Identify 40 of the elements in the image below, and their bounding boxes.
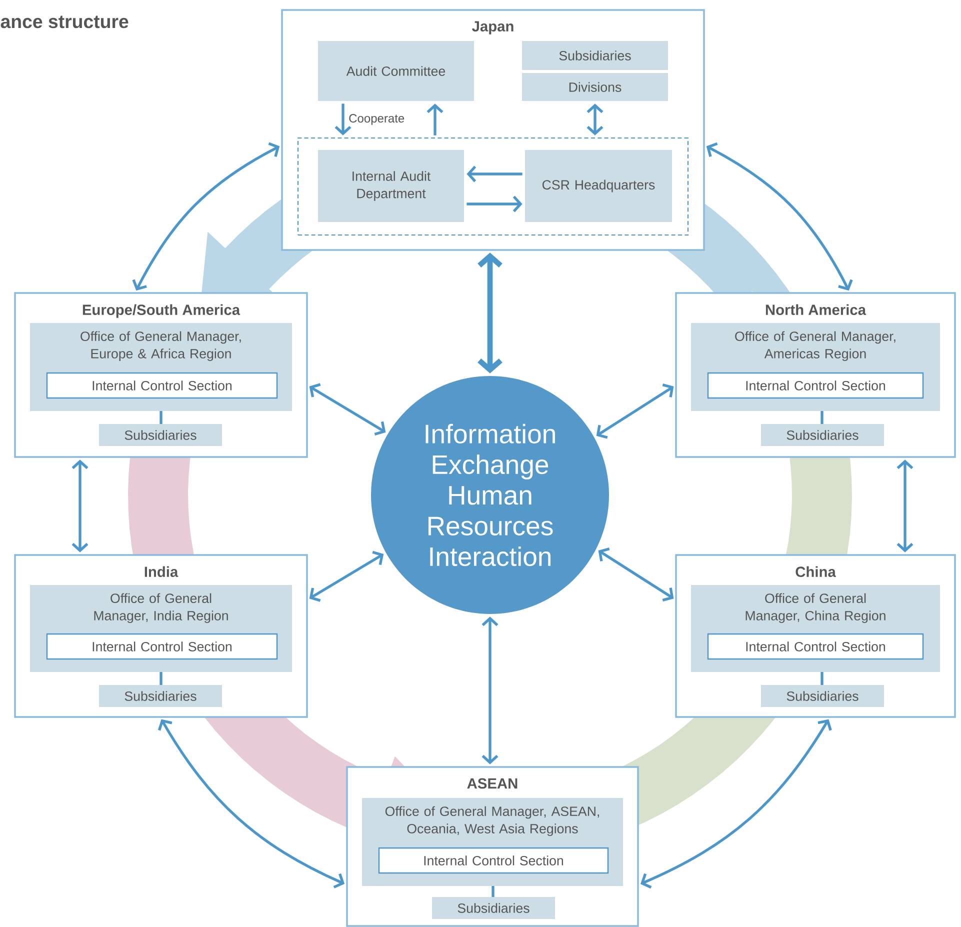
arrow: [598, 548, 674, 602]
arrow: [132, 142, 280, 291]
arrow: [466, 196, 522, 212]
unit-box: CSR Headquarters: [525, 150, 672, 222]
arrow: [478, 252, 502, 374]
arrow: [309, 383, 386, 436]
unit-box: Subsidiaries: [522, 41, 668, 70]
arrow: [334, 104, 352, 136]
section-box: Internal Control Section: [378, 847, 609, 874]
arrow: [482, 616, 498, 764]
unit-box: Subsidiaries: [99, 685, 222, 707]
section-box: Internal Control Section: [707, 372, 924, 399]
connector-line: [820, 411, 824, 424]
arrow: [586, 104, 604, 136]
arrow: [596, 384, 674, 439]
unit-box: Subsidiaries: [432, 897, 555, 919]
arrow: [309, 550, 384, 602]
connector-line: [160, 411, 162, 424]
unit-box: Subsidiaries: [99, 424, 222, 446]
arrow: [426, 104, 444, 136]
unit-box: Subsidiaries: [761, 424, 884, 446]
connector-line: [820, 672, 824, 685]
unit-box: Divisions: [522, 73, 668, 101]
arrow: [896, 460, 914, 552]
edge-label: Cooperate: [347, 112, 406, 126]
section-box: Internal Control Section: [46, 633, 278, 660]
unit-box: Subsidiaries: [761, 685, 884, 707]
arrow: [72, 460, 88, 552]
section-box: Internal Control Section: [46, 372, 278, 399]
dashed-group-box: [297, 137, 689, 236]
arrow: [158, 719, 345, 888]
arrow: [706, 142, 853, 291]
unit-box: Internal Audit Department: [318, 150, 464, 222]
connector-line: [160, 672, 162, 685]
arrow: [466, 166, 522, 182]
unit-box: Audit Committee: [318, 41, 474, 101]
section-box: Internal Control Section: [707, 633, 924, 660]
page-title: ance structure: [0, 16, 128, 28]
arrow: [640, 719, 832, 889]
connector-line: [492, 886, 494, 897]
